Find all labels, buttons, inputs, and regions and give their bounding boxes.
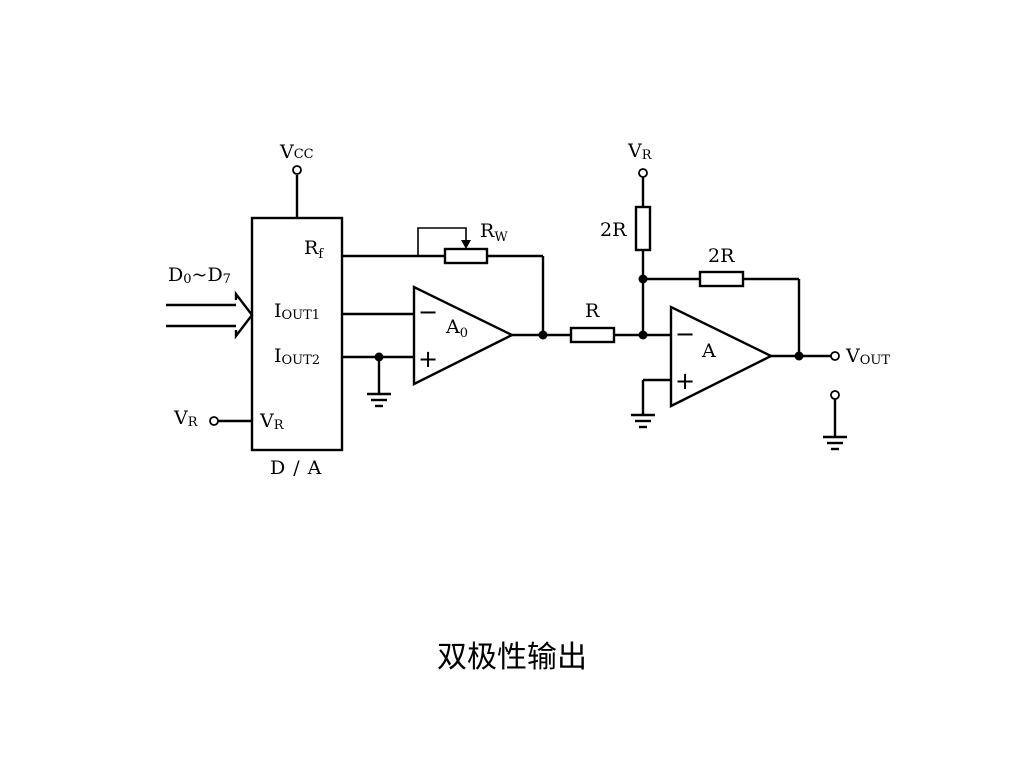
r-2r-top-label: 2R [600,219,627,241]
vcc-supply: VCC [279,141,314,218]
diagram-caption: 双极性输出 [437,640,587,675]
dac-block-label: D/A [270,457,322,479]
digital-input-bus-arrow [166,290,254,340]
r-2r-top-resistor [634,205,652,252]
opamp-a0-minus: − [418,298,438,326]
a0-output-path: R [512,300,671,344]
vout-label: VOUT [845,345,890,368]
pin-vr-label: VR [259,410,285,433]
rw-label: RW [480,220,508,245]
output-path: VOUT [771,345,890,368]
r-resistor [569,326,616,344]
opamp-a0: − + A0 [412,285,515,386]
iout2-ground-path [342,352,414,408]
vcc-terminal [292,165,302,175]
opamp-a0-plus: + [418,345,438,373]
rw-resistor [443,247,489,265]
pin-rf-label: Rf [304,237,324,262]
opamp-a-ground-path [631,378,671,429]
pin-iout1-label: IOUT1 [274,300,320,323]
rw-wiper-arrow [461,240,471,249]
bus-label: D0~D7 [168,264,231,287]
opamp-a: − + A [669,305,774,408]
vr-left-terminal [209,416,219,426]
vcc-label: VCC [279,141,314,163]
output-ground [823,390,847,451]
vr-top-path: VR 2R [600,140,653,335]
feedback-2r-path: 2R [643,245,801,356]
opamp-a-plus: + [675,367,695,395]
opamp-a-minus: − [675,320,695,348]
vr-left-input: VR [173,407,252,430]
vr-top-label: VR [627,140,653,163]
rf-feedback-path: RW [342,220,545,335]
opamp-a-label: A [701,340,716,362]
vr-left-label: VR [173,407,199,430]
r-label: R [585,300,600,322]
opamp-a0-label: A0 [445,316,468,341]
pin-iout2-label: IOUT2 [274,345,320,368]
r-2r-feedback-label: 2R [708,245,735,267]
vr-top-terminal [638,168,648,178]
r-2r-feedback-resistor [698,270,745,288]
vout-terminal [830,351,840,361]
